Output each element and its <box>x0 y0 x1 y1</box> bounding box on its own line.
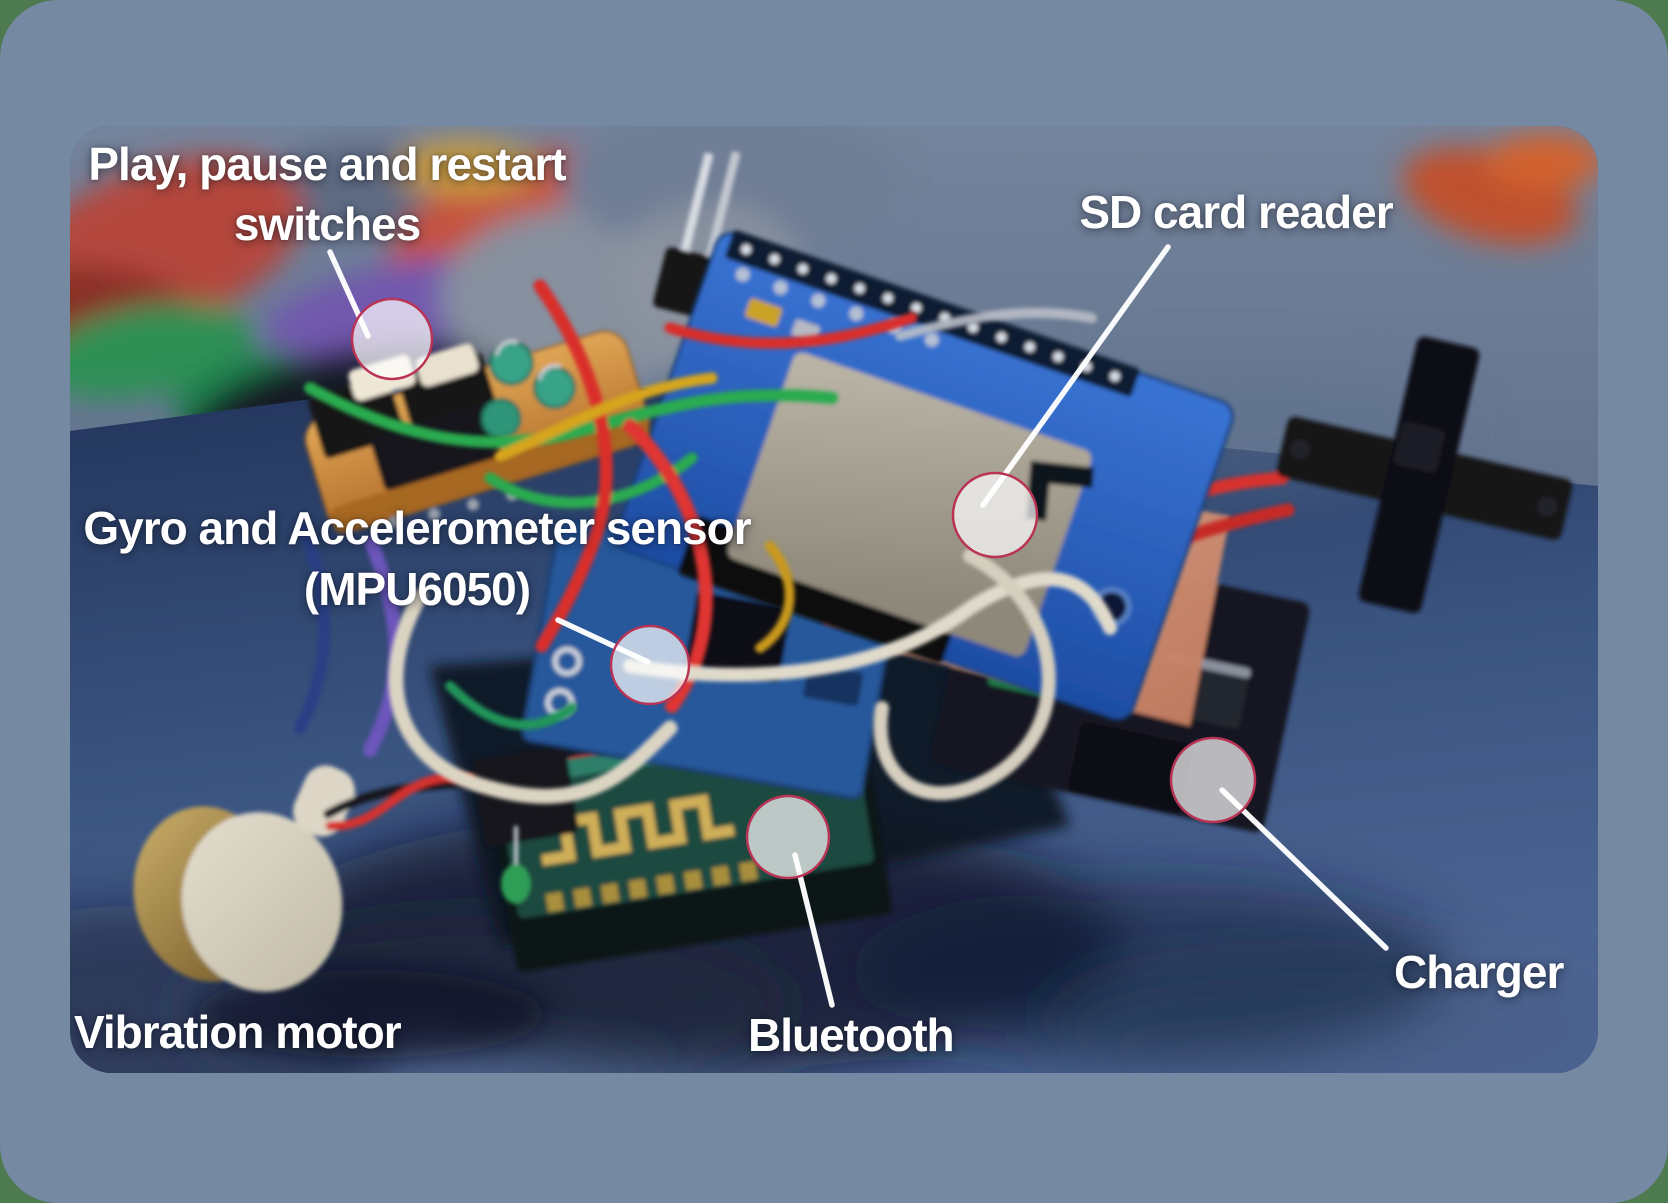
vibration-motor <box>133 751 615 1058</box>
annotation-overlay <box>327 244 1389 1008</box>
marker-bluetooth <box>745 794 831 880</box>
marker-gyro <box>609 624 691 706</box>
label-gyro-accelerometer-sensor: Gyro and Accelerometer sensor (MPU6050) <box>77 498 757 620</box>
pointer-line-charger <box>1219 787 1389 951</box>
marker-switches <box>350 297 434 381</box>
jumper-wires <box>304 279 1117 804</box>
pointer-line-sd-card <box>980 244 1171 508</box>
label-line: switches <box>233 198 421 250</box>
label-line: Play, pause and restart <box>88 138 566 190</box>
label-line: Gyro and Accelerometer sensor <box>83 502 751 554</box>
annotated-photo: Play, pause and restart switches SD card… <box>70 126 1598 1073</box>
photo-scene <box>70 126 1598 1073</box>
label-vibration-motor: Vibration motor <box>74 1006 402 1058</box>
marker-charger <box>1169 736 1257 824</box>
label-charger: Charger <box>1394 946 1564 998</box>
pointer-line-bluetooth <box>792 852 835 1008</box>
label-sd-card-reader: SD card reader <box>1079 186 1393 238</box>
label-play-pause-restart-switches: Play, pause and restart switches <box>70 134 587 254</box>
green-bead <box>501 826 531 904</box>
marker-sd-card <box>951 471 1039 559</box>
label-bluetooth: Bluetooth <box>748 1009 955 1061</box>
label-line: (MPU6050) <box>303 563 531 615</box>
